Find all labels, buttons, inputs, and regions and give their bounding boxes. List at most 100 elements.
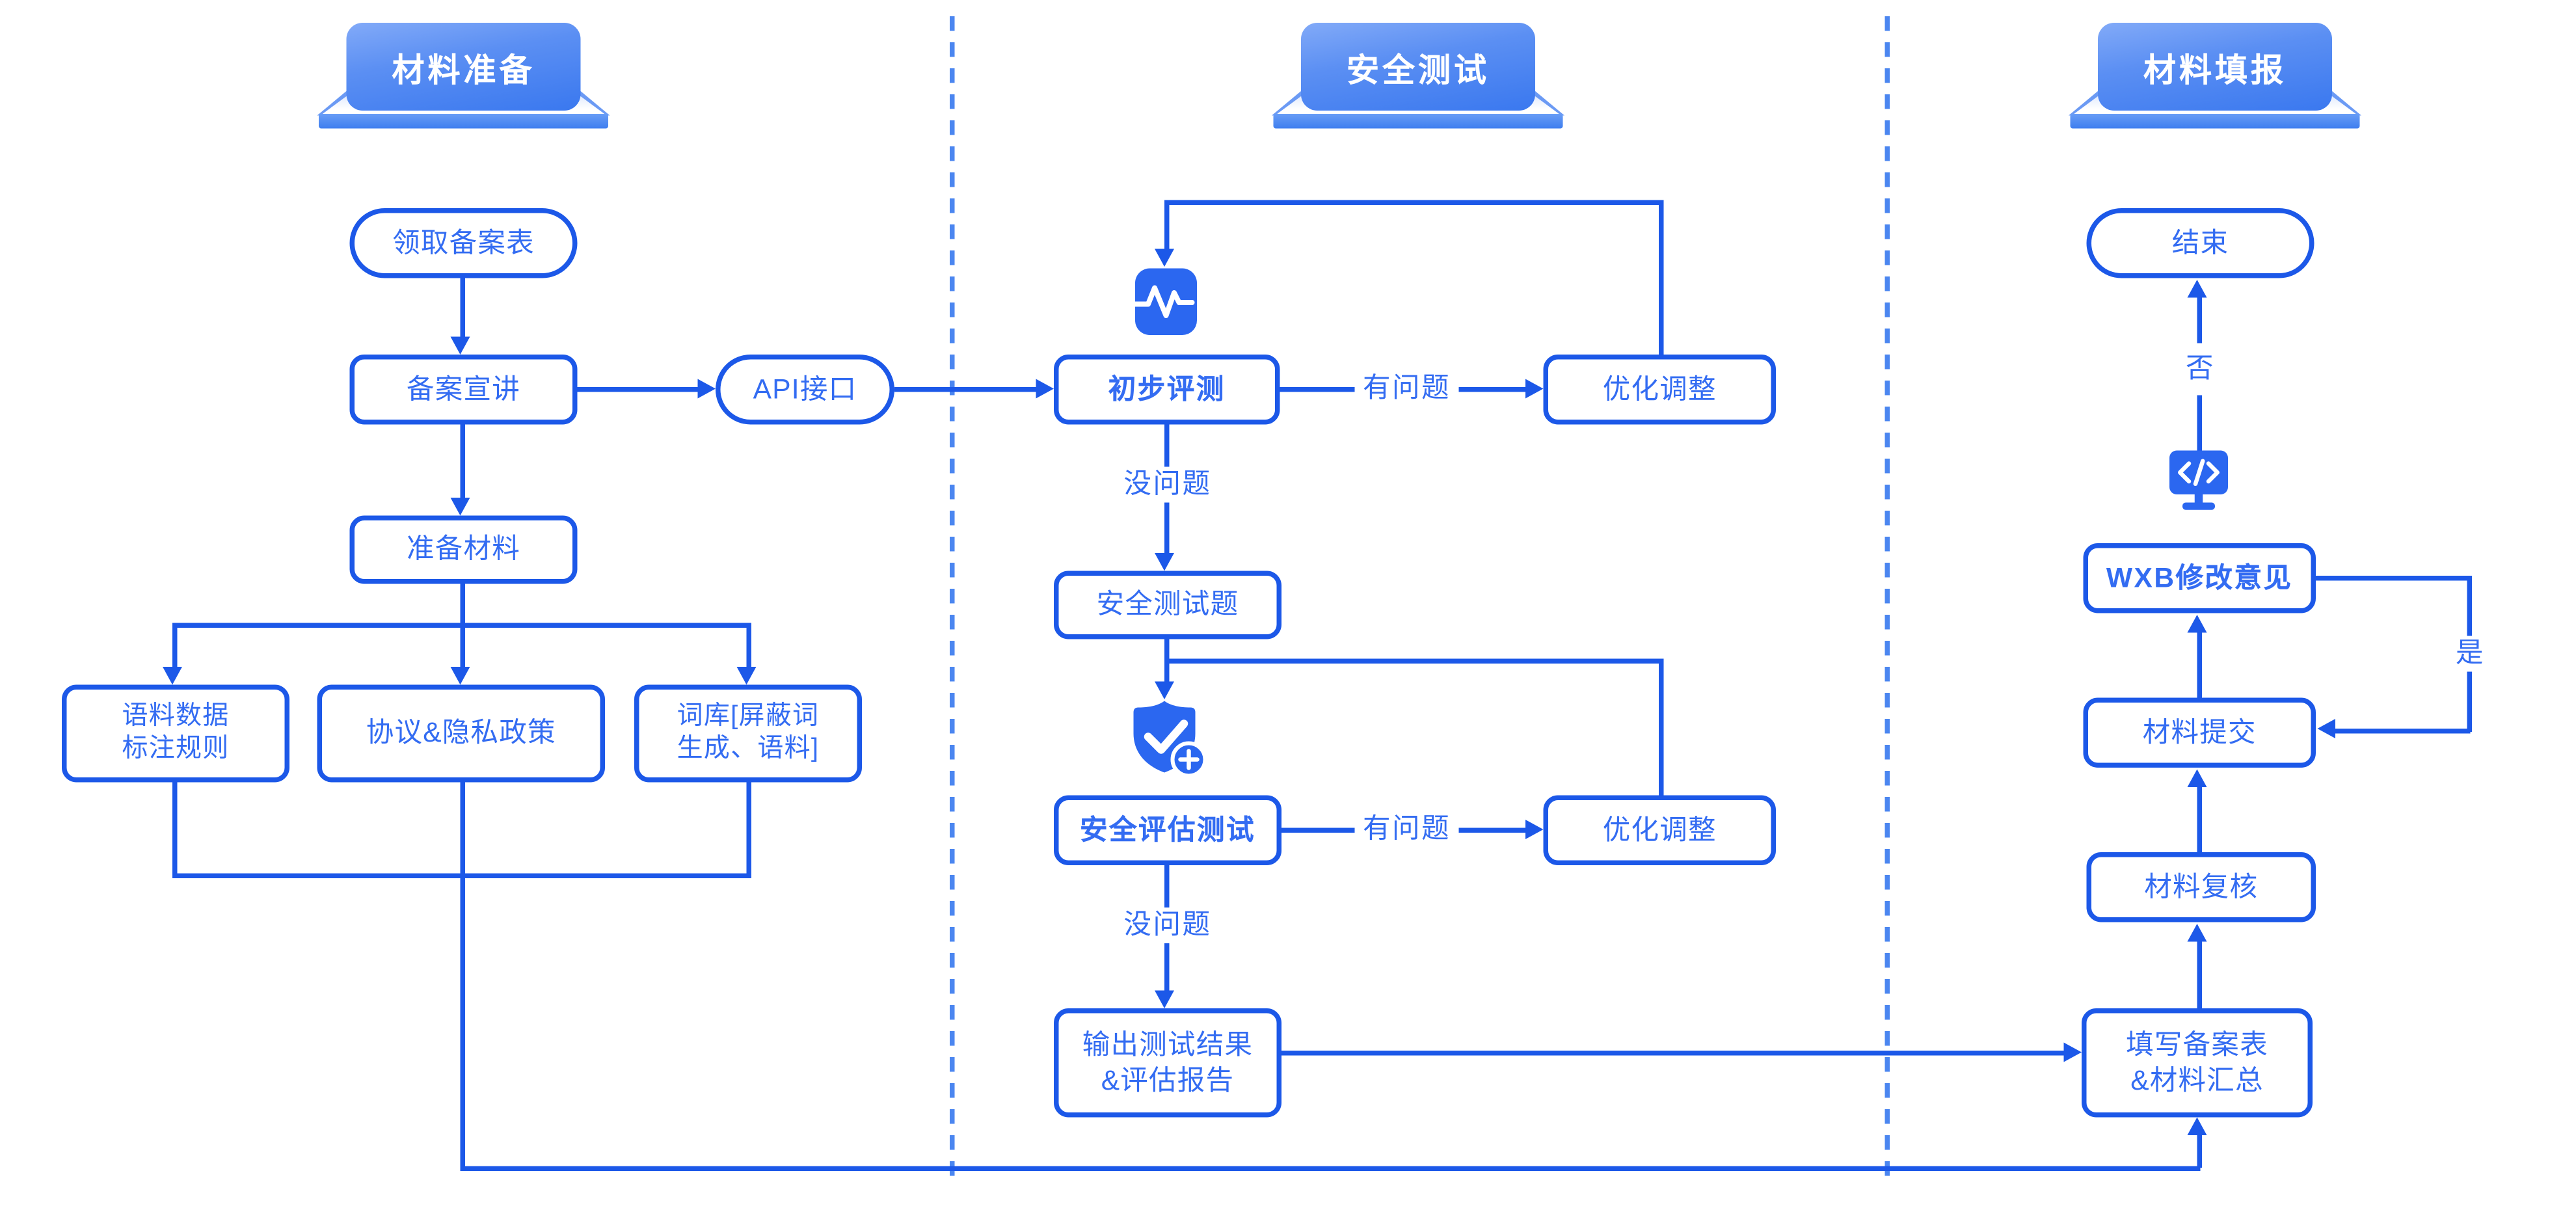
flow-connector [172, 623, 751, 627]
node-security-questions: 安全测试题 [1054, 571, 1281, 639]
node-receive-form: 领取备案表 [349, 208, 578, 278]
node-label-line1: 词库[屏蔽词 [677, 701, 820, 730]
node-label-line1: 填写备案表 [2126, 1028, 2268, 1060]
header-platform-bar [2070, 114, 2360, 129]
node-label: 准备材料 [407, 533, 520, 565]
flow-connector [172, 623, 177, 667]
section-divider-1 [950, 16, 954, 1187]
flow-connector [2335, 729, 2471, 733]
node-label: WXB修改意见 [2106, 562, 2293, 593]
flow-connector [2197, 785, 2201, 852]
edge-label-yes: 是 [2447, 636, 2493, 672]
edge-label-no-issue-2: 没问题 [1116, 908, 1220, 943]
flow-connector [1659, 200, 1663, 355]
arrowhead [2187, 924, 2207, 942]
arrowhead [2187, 615, 2207, 633]
flow-connector [894, 387, 1036, 392]
node-security-assessment: 安全评估测试 [1054, 795, 1281, 865]
node-wxb-feedback: WXB修改意见 [2083, 543, 2316, 613]
arrowhead [163, 667, 182, 685]
flow-connector [2197, 631, 2201, 698]
pulse-monitor-icon [1127, 267, 1199, 345]
node-label-line2: 生成、语料] [677, 735, 820, 763]
node-label: 安全测试题 [1096, 589, 1239, 620]
arrowhead [736, 667, 757, 685]
edge-label-has-issue-1: 有问题 [1354, 371, 1459, 407]
flow-connector [460, 584, 464, 626]
arrowhead [1155, 249, 1174, 267]
edge-label-has-issue-2: 有问题 [1354, 811, 1459, 848]
node-label: 安全评估测试 [1080, 814, 1255, 846]
node-api: API接口 [716, 355, 894, 425]
flow-connector [577, 387, 698, 392]
node-corpus-rules: 语料数据 标注规则 [62, 684, 289, 783]
code-monitor-icon [2166, 450, 2231, 521]
flow-connector [2197, 1133, 2201, 1168]
section-header-prep: 材料准备 [317, 23, 610, 150]
flow-connector [2316, 576, 2471, 580]
flow-connector [460, 626, 464, 667]
section-header-test: 安全测试 [1272, 23, 1564, 150]
node-end: 结束 [2086, 208, 2314, 278]
flow-connector [2197, 940, 2201, 1008]
flow-connector [746, 623, 751, 667]
node-label-line1: 语料数据 [122, 701, 230, 730]
arrowhead [2187, 769, 2207, 787]
node-label: API接口 [753, 373, 857, 405]
node-label: 优化调整 [1602, 373, 1717, 405]
arrowhead [697, 379, 716, 399]
flow-connector [1164, 658, 1662, 663]
arrowhead [1155, 553, 1174, 571]
flow-connector [2197, 395, 2201, 455]
arrowhead [450, 667, 470, 685]
node-label: 备案宣讲 [407, 373, 520, 405]
node-label-line1: 输出测试结果 [1082, 1028, 1254, 1060]
arrowhead [450, 498, 470, 516]
node-submit: 材料提交 [2083, 697, 2316, 768]
edge-label-no-issue-1: 没问题 [1116, 466, 1220, 503]
section-title-badge: 材料准备 [346, 23, 581, 111]
node-briefing: 备案宣讲 [349, 355, 578, 425]
arrowhead [1036, 379, 1054, 399]
arrowhead [1155, 990, 1174, 1008]
arrowhead [2187, 280, 2207, 298]
flow-connector [172, 782, 177, 878]
arrowhead [1525, 379, 1544, 399]
flow-connector [1659, 658, 1663, 796]
node-fill-form-summary: 填写备案表 &材料汇总 [2082, 1008, 2313, 1118]
node-label-line2: &评估报告 [1101, 1064, 1235, 1096]
flow-connector [460, 278, 464, 337]
flow-connector [460, 1166, 2201, 1170]
node-agreement-privacy: 协议&隐私政策 [317, 684, 605, 783]
node-label: 初步评测 [1108, 373, 1226, 405]
node-preliminary-eval: 初步评测 [1054, 355, 1280, 425]
node-label: 领取备案表 [392, 227, 535, 258]
node-optimize-2: 优化调整 [1543, 795, 1776, 865]
flow-connector [1164, 200, 1169, 250]
node-optimize-1: 优化调整 [1543, 355, 1776, 425]
flow-connector [460, 782, 464, 1171]
flow-connector [746, 782, 751, 878]
shield-check-plus-icon [1125, 698, 1207, 788]
node-label-line2: 标注规则 [122, 735, 230, 763]
section-title-badge: 材料填报 [2098, 23, 2332, 111]
flow-connector [1164, 200, 1662, 204]
node-label: 材料复核 [2144, 871, 2259, 902]
edge-label-no: 否 [2177, 351, 2223, 387]
section-divider-2 [1885, 16, 1889, 1187]
node-lexicon: 词库[屏蔽词 生成、语料] [634, 684, 862, 783]
arrowhead [450, 336, 470, 355]
node-label: 协议&隐私政策 [366, 717, 556, 749]
arrowhead [2063, 1042, 2082, 1062]
arrowhead [1155, 681, 1174, 699]
node-review: 材料复核 [2086, 852, 2316, 922]
node-label-line2: &材料汇总 [2130, 1064, 2264, 1096]
flow-connector [460, 424, 464, 498]
node-label: 材料提交 [2142, 716, 2257, 748]
arrowhead [1525, 820, 1544, 839]
flow-connector [2197, 297, 2201, 343]
node-label: 结束 [2171, 227, 2229, 258]
flow-connector [1281, 1051, 2064, 1055]
section-title-badge: 安全测试 [1301, 23, 1535, 111]
